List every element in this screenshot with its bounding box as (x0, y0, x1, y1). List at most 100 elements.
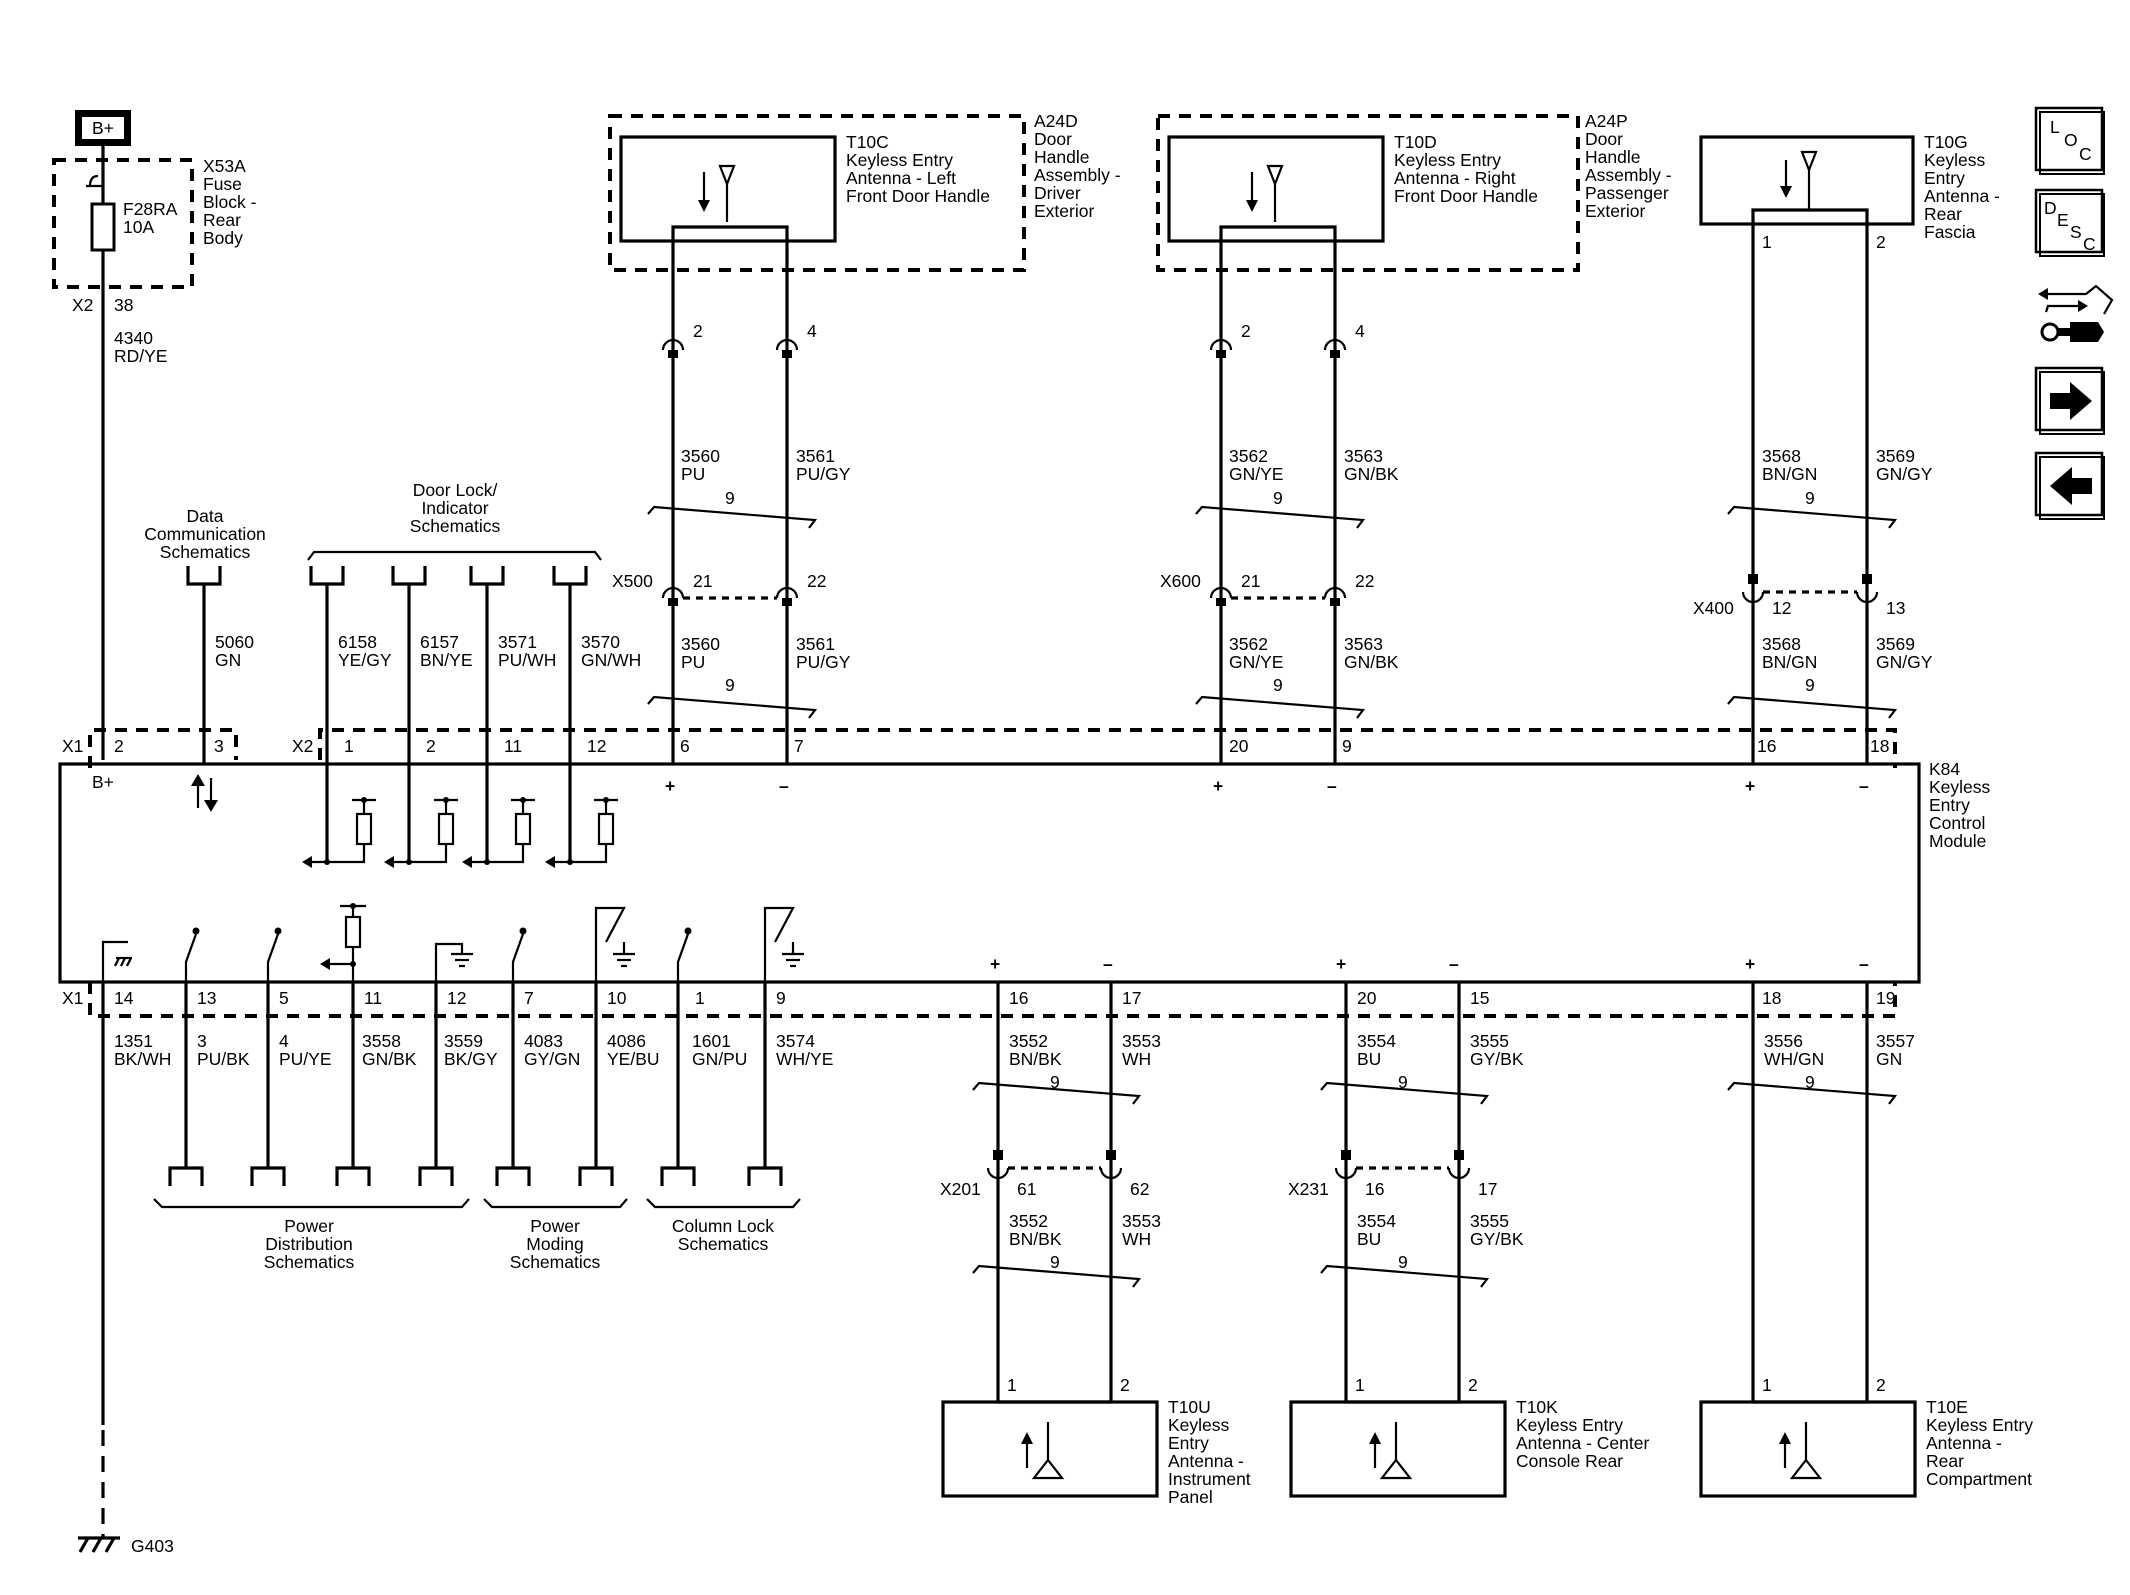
wire-color: PU (681, 464, 705, 484)
pin-number: 21 (693, 571, 712, 591)
door-lock-label: Schematics (410, 516, 501, 536)
wire-color: BN/BK (1009, 1229, 1062, 1249)
fuse-symbol (90, 202, 116, 252)
antenna-title: Entry (1924, 168, 1965, 188)
polarity-plus: + (1213, 776, 1223, 796)
antenna-title: Entry (1168, 1433, 1209, 1453)
x2-top-connector-outline (318, 728, 1897, 768)
pin-number: 1 (1762, 1375, 1772, 1395)
connector-repair-icon[interactable] (2038, 284, 2114, 342)
pin-number: 12 (447, 988, 466, 1008)
antenna-icon (1369, 1422, 1413, 1480)
pin-number: 20 (1357, 988, 1377, 1008)
next-page-button[interactable] (2034, 366, 2105, 435)
wire-color: PU/WH (498, 650, 556, 670)
pin-number: 2 (1468, 1375, 1478, 1395)
wire-color: GN/BK (362, 1049, 417, 1069)
wire-color: GY/BK (1470, 1049, 1524, 1069)
inline-connector-label: X231 (1288, 1179, 1329, 1199)
antenna-icon (698, 164, 736, 222)
wire-color: GN/PU (692, 1049, 747, 1069)
pin-number: 11 (364, 988, 382, 1008)
bottom-signal-wires (101, 982, 783, 1538)
description-button[interactable]: D E S C (2034, 188, 2105, 257)
twist-count: 9 (1805, 488, 1815, 508)
wire-circuit: 3553 (1122, 1031, 1161, 1051)
wire-circuit: 3552 (1009, 1211, 1048, 1231)
bidirectional-arrow-icon (191, 774, 218, 812)
pin-number: 18 (1762, 988, 1781, 1008)
wire-circuit: 1351 (114, 1031, 153, 1051)
antenna-title: Rear (1926, 1451, 1964, 1471)
wire-connectors (661, 338, 799, 606)
polarity-minus: – (1449, 954, 1459, 974)
wire-circuit: 4 (279, 1031, 289, 1051)
antenna-title: Antenna - (1168, 1451, 1244, 1471)
twist-count: 9 (725, 488, 735, 508)
assembly-label: Handle (1034, 147, 1089, 167)
wire-circuit: 3560 (681, 446, 720, 466)
pin-number: 22 (1355, 571, 1374, 591)
wire-color: PU/GY (796, 464, 851, 484)
pin-number: 9 (776, 988, 786, 1008)
wire-circuit: 4340 (114, 328, 153, 348)
wire-circuit: 3569 (1876, 446, 1915, 466)
wire-color: BK/GY (444, 1049, 498, 1069)
wire-circuit: 1601 (692, 1031, 731, 1051)
wire-circuit: 3557 (1876, 1031, 1915, 1051)
desc-letter: E (2057, 210, 2069, 230)
fuse-block-id: X53A (203, 156, 246, 176)
power-moding-label: Power (530, 1216, 580, 1236)
desc-letter: S (2070, 222, 2082, 242)
wire-color: RD/YE (114, 346, 167, 366)
fuse-pin-label: 38 (114, 295, 133, 315)
twist-count: 9 (1398, 1072, 1408, 1092)
antenna-title: Rear (1924, 204, 1962, 224)
antenna-title: T10C (846, 132, 889, 152)
wire-color: BK/WH (114, 1049, 171, 1069)
wire-circuit: 3558 (362, 1031, 401, 1051)
location-button[interactable]: L O C (2034, 106, 2105, 175)
wire-circuit: 3555 (1470, 1031, 1509, 1051)
wire-color: GN/YE (1229, 652, 1283, 672)
antenna-title: T10E (1926, 1397, 1968, 1417)
fuse-block-outline (52, 158, 194, 289)
polarity-minus: – (1859, 954, 1869, 974)
module-id: K84 (1929, 759, 1960, 779)
bottom-pin-numbers: 14 13 5 11 12 7 10 1 9 16 17 20 15 18 19 (114, 988, 1895, 1008)
previous-page-button[interactable] (2034, 451, 2105, 520)
desc-letter: D (2044, 198, 2057, 218)
pin-number: 18 (1870, 736, 1889, 756)
pin-number: 9 (1342, 736, 1352, 756)
twisted-pair-marker: 9 (1195, 675, 1366, 719)
twisted-pair-marker: 9 (1320, 1072, 1490, 1105)
antenna-title: Keyless Entry (1926, 1415, 2033, 1435)
twisted-pair-marker: 9 (1320, 1252, 1490, 1288)
fuse-label: F28RA 10A (123, 199, 178, 237)
wire-circuit: 5060 (215, 632, 254, 652)
wire-circuit: 3561 (796, 446, 835, 466)
pin-number: 10 (607, 988, 627, 1008)
x1-top-connector-outline (88, 728, 238, 768)
module-line: Control (1929, 813, 1985, 833)
pin-number: 13 (197, 988, 216, 1008)
module-input-switches (101, 903, 804, 982)
polarity-plus: + (990, 954, 1000, 974)
wire-color: BN/GN (1762, 464, 1817, 484)
x2-top-connector-label: X2 (292, 736, 313, 756)
assembly-label: Driver (1034, 183, 1081, 203)
wire-color: GN/YE (1229, 464, 1283, 484)
antenna-title: Instrument (1168, 1469, 1251, 1489)
antenna-left-front-box (619, 135, 837, 243)
antenna-title: T10D (1394, 132, 1437, 152)
inline-connector-label: X201 (940, 1179, 981, 1199)
wire-color: YE/BU (607, 1049, 660, 1069)
polarity-plus: + (1336, 954, 1346, 974)
pin-number: 21 (1241, 571, 1260, 591)
wire-circuit: 3568 (1762, 634, 1801, 654)
keyless-entry-control-module (58, 762, 1921, 984)
pin-number: 16 (1009, 988, 1028, 1008)
wire-circuit: 3562 (1229, 634, 1268, 654)
